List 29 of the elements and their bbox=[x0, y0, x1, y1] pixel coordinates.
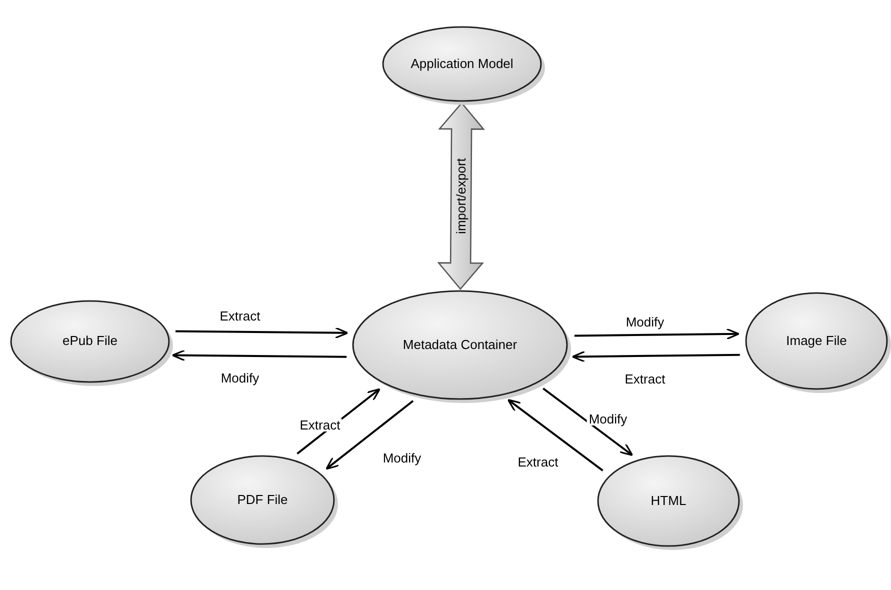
ellipse-node bbox=[597, 455, 740, 547]
arrow bbox=[572, 350, 740, 362]
edge-label: Modify bbox=[624, 316, 666, 328]
edge-label: Modify bbox=[218, 372, 262, 384]
node-label: Metadata Container bbox=[402, 336, 518, 354]
edge-label: import/export bbox=[454, 158, 468, 234]
ellipse-node bbox=[10, 300, 170, 383]
ellipse-node bbox=[352, 290, 568, 400]
arrow bbox=[172, 350, 347, 362]
edge-label: Extract bbox=[622, 372, 668, 386]
edge-label: Modify bbox=[380, 452, 424, 464]
ellipse-node bbox=[190, 455, 335, 545]
arrow bbox=[507, 398, 604, 472]
edge-label: Extract bbox=[516, 456, 560, 468]
arrow bbox=[176, 327, 348, 339]
node-label: PDF File bbox=[237, 492, 288, 508]
ellipse-node bbox=[382, 26, 542, 102]
arrow bbox=[326, 400, 414, 470]
node-label: Application Model bbox=[410, 56, 514, 72]
edge-label: Extract bbox=[218, 310, 262, 322]
edge-label: Extract bbox=[298, 418, 342, 432]
node-label: Image File bbox=[786, 332, 847, 350]
node-label: HTML bbox=[650, 492, 686, 510]
double-arrow bbox=[437, 102, 485, 290]
arrow bbox=[574, 328, 740, 340]
arrow bbox=[542, 388, 634, 456]
ellipse-node bbox=[745, 292, 888, 390]
node-label: ePub File bbox=[62, 333, 118, 350]
edge-label: Modify bbox=[586, 412, 630, 426]
